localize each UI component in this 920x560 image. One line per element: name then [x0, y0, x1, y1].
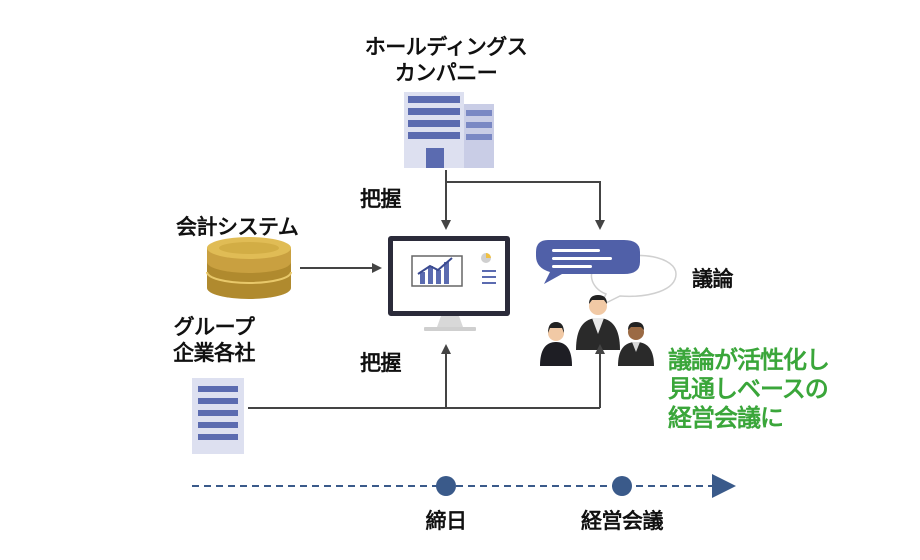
group-companies-label: グループ 企業各社 — [158, 314, 270, 366]
group-arrows — [248, 344, 605, 409]
database-icon — [206, 237, 292, 299]
chat-bubble-icon — [536, 240, 677, 308]
holdings-building-icon — [404, 92, 494, 168]
person-left — [540, 322, 572, 366]
grasp-label-bottom: 把握 — [360, 351, 402, 375]
accounting-system-label: 会計システム — [176, 215, 299, 239]
discussion-label: 議論 — [692, 267, 734, 291]
person-center — [576, 295, 620, 350]
group-building-icon — [192, 378, 244, 454]
highlight-line1: 議論が活性化し — [668, 346, 830, 374]
highlight-line2: 見通しベースの — [668, 375, 829, 403]
timeline-point-closing — [436, 476, 456, 496]
monitor-dashboard-icon — [388, 236, 510, 331]
person-right — [618, 322, 654, 366]
group-label-line2: 企業各社 — [173, 341, 256, 365]
holdings-label-line1: ホールディングス — [364, 35, 528, 59]
group-label-line1: グループ — [173, 315, 255, 339]
timeline-arrow-head — [712, 474, 736, 498]
timeline-point-meeting — [612, 476, 632, 496]
holdings-label-line2: カンパニー — [394, 61, 498, 85]
people-meeting-icon — [540, 295, 654, 366]
highlight-line3: 経営会議に — [668, 404, 784, 432]
timeline-label-closing: 締日 — [425, 509, 468, 533]
timeline-label-meeting: 経営会議 — [581, 509, 664, 533]
timeline — [192, 474, 736, 498]
highlight-message: 議論が活性化し 見通しベースの 経営会議に — [668, 346, 830, 433]
holdings-label: ホールディングス カンパニー — [330, 34, 562, 86]
holdings-arrows — [441, 170, 605, 230]
grasp-label-top: 把握 — [360, 187, 402, 211]
